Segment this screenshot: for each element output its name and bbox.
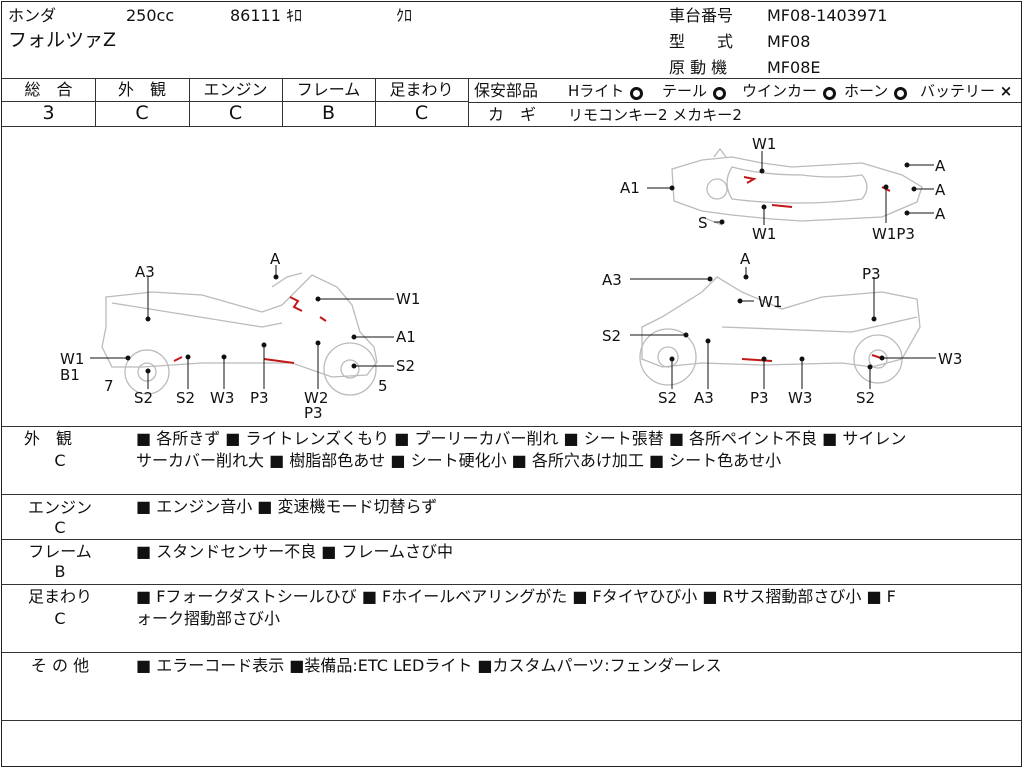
key-value: リモコンキー2 メカキー2 [568, 106, 742, 124]
note-suspension-line1: ■ Fフォークダストシールひび ■ Fホイールベアリングがた ■ Fタイヤひび小… [136, 587, 896, 606]
note-label-exterior: 外 観 [23, 429, 72, 448]
diag-left-label: A1 [396, 328, 416, 346]
note-exterior-line2: サーカバー削れ大 ■ 樹脂部色あせ ■ シート硬化小 ■ 各所穴あけ加工 ■ シ… [136, 451, 782, 470]
ok-circle-icon [823, 87, 837, 100]
diag-left-label: W1 [60, 350, 84, 368]
note-label-frame: フレーム [28, 542, 92, 561]
note-exterior-line1: ■ 各所きず ■ ライトレンズくもり ■ プーリーカバー削れ ■ シート張替 ■… [136, 429, 907, 448]
diag-right-label: S2 [658, 389, 677, 407]
engine-value: MF08E [767, 58, 821, 77]
diag-left-label: 7 [104, 377, 114, 395]
safety-item-headlight: Hライト [568, 81, 644, 101]
engine-label: 原 動 機 [669, 58, 728, 77]
note-label-engine: エンジン [27, 498, 92, 517]
ok-circle-icon [894, 87, 908, 100]
diag-left-label: S2 [396, 357, 415, 375]
grade-header-overall: 総 合 [24, 80, 73, 99]
displacement: 250cc [126, 6, 175, 25]
grade-value-suspension: C [414, 102, 429, 124]
note-grade-exterior: C [54, 451, 66, 470]
safety-item-horn: ホーン [844, 81, 908, 101]
note-grade-suspension: C [54, 609, 66, 628]
diag-top-label: A [935, 181, 946, 199]
diag-right-label: P3 [750, 389, 769, 407]
grade-header-exterior: 外 観 [117, 80, 166, 99]
diag-left-label: 5 [378, 377, 388, 395]
diag-top-label: W1P3 [872, 225, 915, 243]
note-engine-line1: ■ エンジン音小 ■ 変速機モード切替らず [136, 497, 438, 516]
frame-no: MF08-1403971 [767, 6, 888, 25]
note-grade-frame: B [54, 562, 66, 581]
ng-cross-icon: × [999, 82, 1013, 100]
diag-left-label: W1 [396, 290, 420, 308]
diag-left-label: W2 [304, 389, 328, 407]
diag-right-label: W3 [938, 350, 962, 368]
diag-top-label: W1 [752, 225, 776, 243]
ok-circle-icon [630, 87, 644, 100]
type-label: 型 式 [669, 32, 734, 51]
safety-item-battery: バッテリー × [920, 82, 1013, 100]
safety-item-tail: テール [662, 81, 727, 101]
grade-value-overall: 3 [42, 102, 55, 124]
grade-header-suspension: 足まわり [389, 80, 454, 99]
maker: ホンダ [8, 6, 57, 25]
grade-value-frame: B [321, 102, 336, 124]
diag-right-label: P3 [862, 265, 881, 283]
diag-right-label: S2 [602, 327, 621, 345]
type-value: MF08 [767, 32, 811, 51]
grade-header-frame: フレーム [296, 80, 361, 99]
grade-value-engine: C [228, 102, 243, 124]
note-other-line1: ■ エラーコード表示 ■装備品:ETC LEDライト ■カスタムパーツ:フェンダ… [136, 656, 722, 675]
diag-right-label: S2 [856, 389, 875, 407]
diag-left-label: P3 [250, 389, 269, 407]
diag-top-label: A [935, 157, 946, 175]
note-grade-engine: C [54, 518, 66, 537]
damage-diagram: W1 A1 A A A S W1 W1P3 A A3 W1 A1 W1 B1 7… [60, 135, 962, 422]
diag-top-label: S [698, 214, 708, 232]
safety-label: 保安部品 [474, 81, 539, 100]
diag-top-label: W1 [752, 135, 776, 153]
diag-left-label: W3 [210, 389, 234, 407]
diag-right-label: W3 [788, 389, 812, 407]
diag-top-label: A1 [620, 179, 640, 197]
diag-left-label: B1 [60, 366, 80, 384]
mileage: 86111 ｷﾛ [230, 6, 302, 25]
note-label-other: そ の 他 [30, 656, 90, 675]
diag-left-label: S2 [134, 389, 153, 407]
note-frame-line1: ■ スタンドセンサー不良 ■ フレームさび中 [136, 542, 454, 561]
safety-item-winker: ウインカー [742, 81, 837, 101]
model-name: フォルツァZ [8, 29, 117, 51]
note-label-suspension: 足まわり [27, 587, 92, 606]
frame-no-label: 車台番号 [669, 6, 734, 25]
diag-right-label: A3 [694, 389, 714, 407]
grade-header-engine: エンジン [203, 80, 268, 99]
diag-right-label: A [740, 250, 751, 268]
color: ｸﾛ [396, 6, 413, 25]
grade-value-exterior: C [135, 102, 149, 124]
diag-right-label: W1 [758, 293, 782, 311]
diag-left-label: P3 [304, 404, 323, 422]
diag-left-label: A3 [135, 263, 155, 281]
diag-left-label: S2 [176, 389, 195, 407]
ok-circle-icon [713, 87, 727, 100]
diag-left-label: A [270, 250, 281, 268]
note-suspension-line2: ォーク摺動部さび小 [136, 609, 281, 628]
diag-right-label: A3 [602, 271, 622, 289]
key-label: カ ギ [488, 105, 537, 124]
diag-top-label: A [935, 205, 946, 223]
